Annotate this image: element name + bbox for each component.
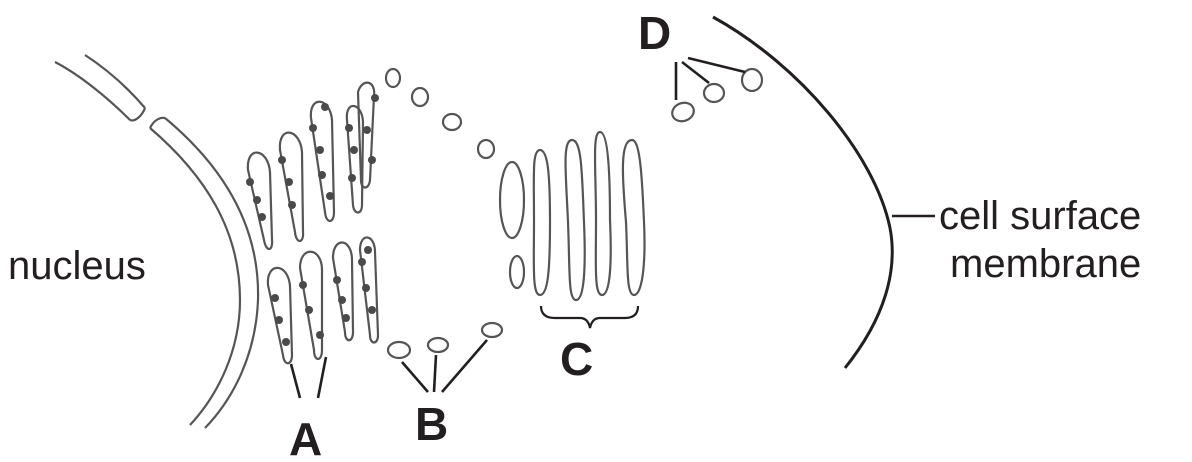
label-nucleus: nucleus (8, 244, 146, 288)
rough-er-upper (248, 83, 374, 249)
nuclear-envelope-upper (55, 55, 145, 120)
secretory-vesicles-d (670, 69, 762, 124)
label-membrane: membrane (950, 242, 1141, 286)
golgi-small-vesicles (500, 162, 524, 288)
label-cell-surface: cell surface (939, 194, 1141, 238)
label-a: A (289, 413, 322, 457)
golgi-apparatus (534, 132, 645, 300)
transport-vesicles-upper (386, 69, 494, 158)
label-b: B (415, 398, 448, 450)
label-c: C (560, 333, 593, 385)
brace-c (541, 306, 638, 328)
label-d: D (638, 7, 671, 59)
nuclear-envelope (150, 118, 258, 428)
